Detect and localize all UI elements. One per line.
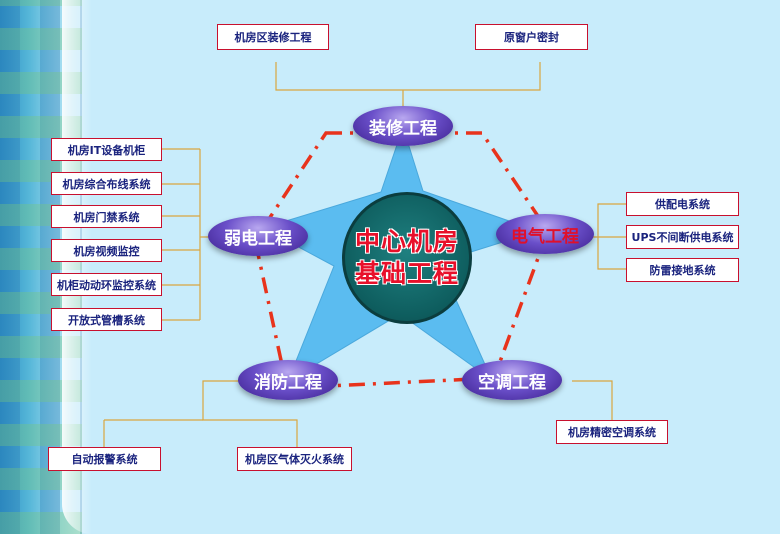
- connector-electrical: [588, 203, 626, 270]
- center-title-line2: 基础工程: [354, 259, 459, 288]
- center-title-line1: 中心机房: [354, 227, 459, 256]
- node-weak: 弱电工程: [208, 216, 308, 256]
- box-fire-0: 自动报警系统: [48, 447, 161, 471]
- box-weak-0: 机房IT设备机柜: [51, 138, 162, 161]
- node-electrical: 电气工程: [496, 214, 594, 254]
- connector-ac: [572, 380, 613, 432]
- box-weak-1: 机房综合布线系统: [51, 172, 162, 195]
- box-weak-3: 机房视频监控: [51, 239, 162, 262]
- node-decoration: 装修工程: [353, 106, 453, 146]
- box-weak-2: 机房门禁系统: [51, 205, 162, 228]
- box-electrical-1: UPS不间断供电系统: [626, 225, 739, 249]
- box-decoration-0: 机房区装修工程: [217, 24, 329, 50]
- center-node: 中心机房 基础工程: [342, 192, 472, 324]
- box-fire-1: 机房区气体灭火系统: [237, 447, 352, 471]
- box-ac-0: 机房精密空调系统: [556, 420, 668, 444]
- connector-fire: [103, 380, 298, 447]
- connector-weak: [162, 148, 212, 321]
- box-weak-5: 开放式管槽系统: [51, 308, 162, 331]
- background-strip: [0, 0, 92, 534]
- node-ac: 空调工程: [462, 360, 562, 400]
- box-electrical-2: 防雷接地系统: [626, 258, 739, 282]
- node-fire: 消防工程: [238, 360, 338, 400]
- box-electrical-0: 供配电系统: [626, 192, 739, 216]
- connector-decoration: [275, 62, 541, 108]
- box-weak-4: 机柜动动环监控系统: [51, 273, 162, 296]
- box-decoration-1: 原窗户密封: [475, 24, 588, 50]
